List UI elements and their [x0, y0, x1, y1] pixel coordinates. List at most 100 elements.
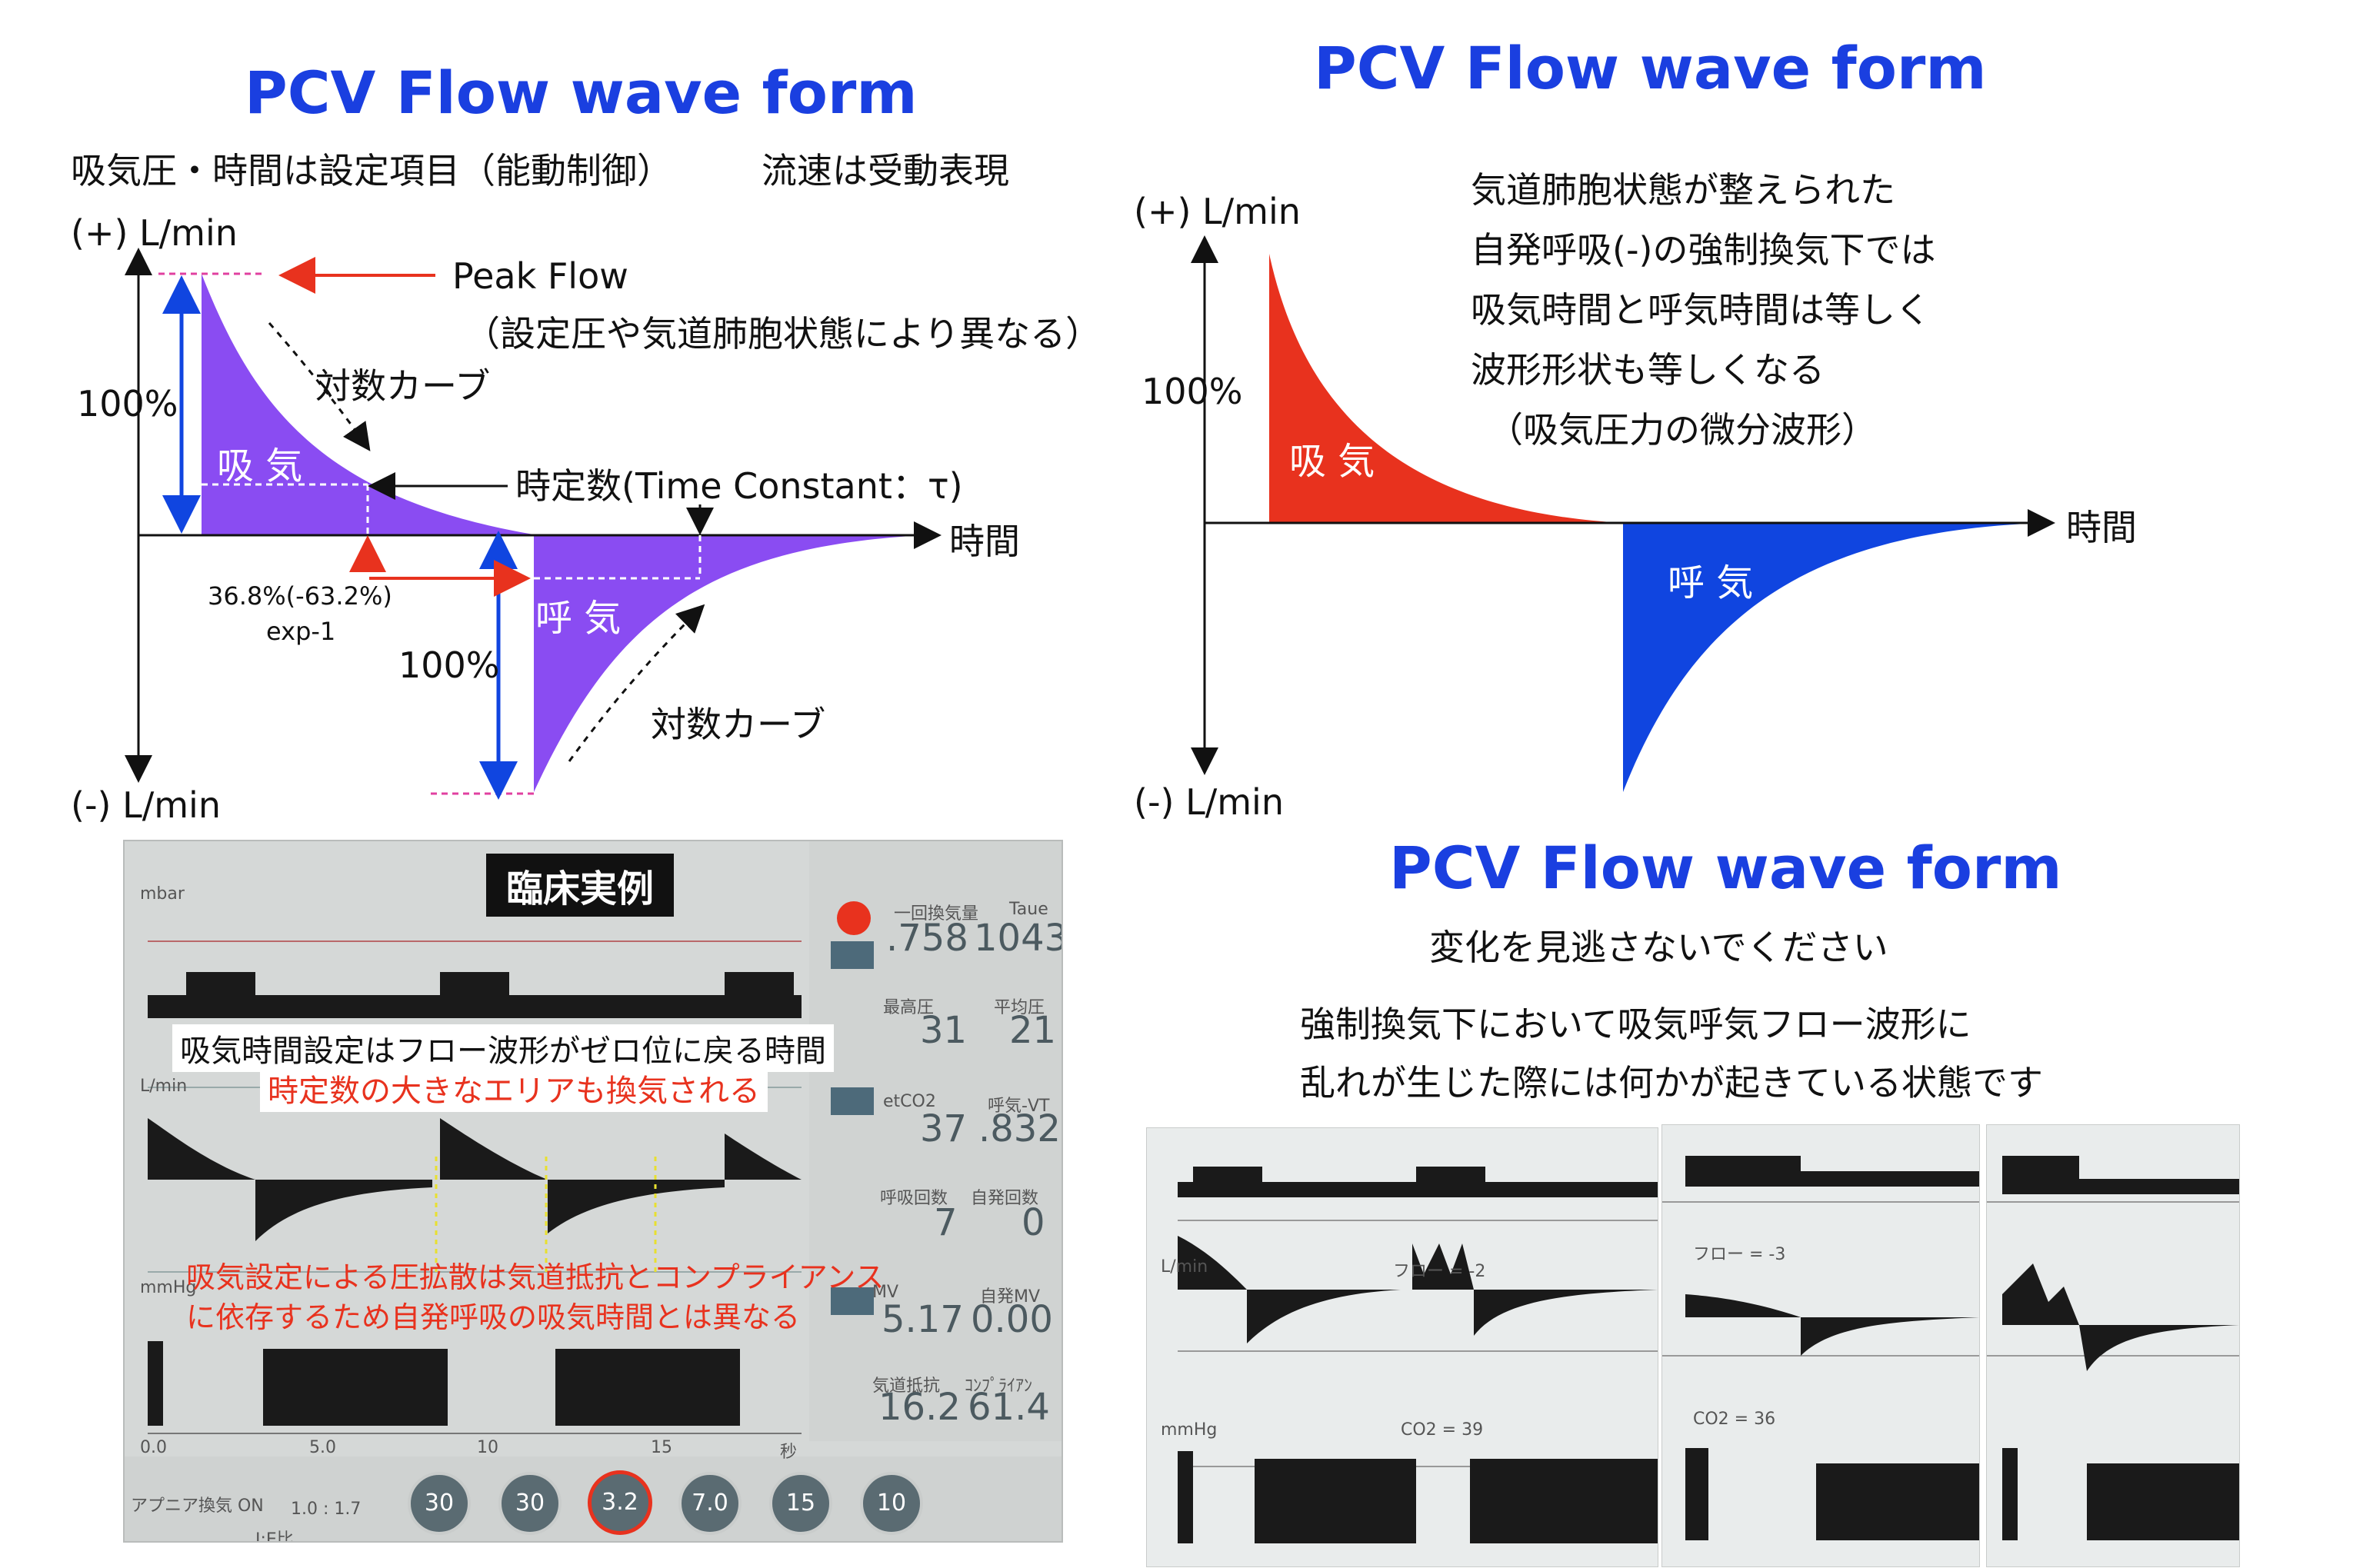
- photo-1-flow: フロー = -2: [1393, 1262, 1486, 1281]
- x-tick-2: 10: [477, 1438, 498, 1457]
- x-unit: 秒: [780, 1443, 798, 1462]
- tr-insp-area: [1269, 254, 1623, 523]
- top-left-title: PCV Flow wave form: [245, 58, 918, 127]
- lbl-etco2: etCO2: [883, 1092, 936, 1111]
- top-left-subtitle-b: 流速は受動表現: [762, 150, 1009, 191]
- unit-mbar: mbar: [140, 884, 185, 904]
- top-left-insp-label: 吸 気: [217, 444, 303, 488]
- top-right-x-label: 時間: [2066, 507, 2137, 548]
- desc-line-4: 波形形状も等しくなる: [1471, 349, 1825, 391]
- photo-3-waves: [1987, 1156, 2239, 1540]
- lbl-raw: 気道抵抗: [872, 1377, 941, 1396]
- top-left-y-pos: (+) L/min: [71, 212, 238, 254]
- top-left-pct-insp: 100%: [77, 383, 178, 424]
- top-left-exp-label: 呼 気: [535, 597, 622, 640]
- expiratory-area: [534, 535, 923, 792]
- setting-button-1[interactable]: 30: [408, 1472, 471, 1535]
- val-vt: .758: [886, 917, 968, 960]
- setting-button-5[interactable]: 15: [769, 1472, 832, 1535]
- val-expvt: .832: [978, 1107, 1061, 1150]
- clinical-note-1: 吸気設定による圧拡散は気道抵抗とコンプライアンス: [186, 1260, 885, 1294]
- desc-line-1: 気道肺胞状態が整えられた: [1471, 169, 1895, 211]
- lbl-rr: 呼吸回数: [880, 1189, 948, 1208]
- x-tick-3: 15: [651, 1438, 672, 1457]
- top-left-y-neg: (-) L/min: [71, 784, 221, 826]
- desc-line-2: 自発呼吸(-)の強制換気下では: [1471, 229, 1936, 271]
- top-right-y-pos: (+) L/min: [1134, 191, 1301, 232]
- clinical-badge: 臨床実例: [486, 854, 675, 917]
- setting-button-4[interactable]: 7.0: [678, 1472, 742, 1535]
- clinical-banner-2: 時定数の大きなエリアも換気される: [260, 1064, 768, 1112]
- log-curve-label-2: 対数カーブ: [651, 704, 826, 745]
- top-right-desc: 気道肺胞状態が整えられた 自発呼吸(-)の強制換気下では 吸気時間と呼気時間は等…: [1471, 160, 1936, 460]
- val-rr: 7: [934, 1201, 958, 1244]
- x-tick-1: 5.0: [309, 1438, 336, 1457]
- peak-flow-label: Peak Flow: [452, 255, 628, 297]
- desc-line-3: 吸気時間と呼気時間は等しく: [1471, 289, 1931, 331]
- waveform-photo-2: フロー = -3 CO2 = 36: [1661, 1124, 1980, 1567]
- top-right-insp-label: 吸 気: [1289, 440, 1375, 483]
- top-left-x-label: 時間: [949, 521, 1020, 562]
- val-comp: 61.4: [968, 1386, 1050, 1429]
- inspiratory-area: [202, 274, 538, 535]
- top-left-subtitle-a: 吸気圧・時間は設定項目（能動制御）: [71, 150, 672, 191]
- log-curve-label-1: 対数カーブ: [315, 365, 491, 407]
- x-tick-0: 0.0: [140, 1438, 167, 1457]
- val-raw: 16.2: [878, 1386, 961, 1429]
- setting-button-3[interactable]: 3.2: [588, 1470, 652, 1535]
- lbl-mean: 平均圧: [994, 998, 1045, 1017]
- val-taue: 1043: [974, 917, 1063, 960]
- waveform-photo-1: L/min mmHg フロー = -2 CO2 = 39: [1146, 1127, 1658, 1567]
- clinical-banner-1: 吸気時間設定はフロー波形がゼロ位に戻る時間: [172, 1024, 834, 1072]
- top-left-pct-exp: 100%: [398, 644, 500, 686]
- apnea-label: アプニア換気 ON: [131, 1496, 264, 1516]
- val-peak: 31: [920, 1009, 968, 1052]
- photo-1-unit-lmin: L/min: [1161, 1257, 1208, 1277]
- desc-line-5: （吸気圧力の微分波形）: [1488, 409, 1877, 451]
- photo-2-flow: フロー = -3: [1693, 1245, 1786, 1264]
- log-curve-arrow-1: [268, 322, 371, 451]
- bottom-right-subtitle: 変化を見逃さないでください: [1429, 927, 1888, 968]
- log-curve-arrow-2: [568, 604, 705, 762]
- lbl-vt: 一回換気量: [894, 904, 979, 924]
- val-etco2: 37: [920, 1107, 968, 1150]
- tr-exp-area: [1623, 523, 2046, 792]
- pct-368-label: 36.8%(-63.2%): [208, 581, 392, 611]
- lbl-mv: MV: [872, 1283, 899, 1302]
- clinical-note-2: に依存するため自発呼吸の吸気時間とは異なる: [186, 1300, 801, 1334]
- bottom-right-title: PCV Flow wave form: [1389, 834, 2062, 902]
- bottom-right-desc-1: 強制換気下において吸気呼気フロー波形に: [1300, 1004, 1971, 1045]
- val-smv: 0.00: [971, 1298, 1053, 1341]
- setting-button-2[interactable]: 30: [498, 1472, 562, 1535]
- waveform-photo-3: [1986, 1124, 2240, 1567]
- peak-note: （設定圧や気道肺胞状態により異なる）: [465, 313, 1102, 355]
- lbl-smv: 自発MV: [980, 1287, 1041, 1307]
- lbl-comp: ｺﾝﾌﾟﾗｲｱﾝ: [965, 1377, 1033, 1396]
- top-right-pct: 100%: [1142, 371, 1243, 412]
- photo-1-unit-mmhg: mmHg: [1161, 1420, 1218, 1440]
- lbl-expvt: 呼気-VT: [988, 1097, 1050, 1116]
- time-constant-label: 時定数(Time Constant：τ): [515, 465, 963, 507]
- clinical-monitor-photo: 臨床実例 mbar L/min mmHg 吸気時間設定はフロー波形がゼロ位に戻る…: [123, 840, 1063, 1543]
- top-right-title: PCV Flow wave form: [1314, 34, 1987, 102]
- exp-minus1-label: exp-1: [266, 617, 336, 646]
- lbl-peak: 最高圧: [883, 998, 935, 1017]
- photo-1-co2: CO2 = 39: [1401, 1420, 1484, 1440]
- setting-button-6[interactable]: 10: [860, 1472, 923, 1535]
- val-spont: 0: [1022, 1201, 1045, 1244]
- top-right-y-neg: (-) L/min: [1134, 781, 1284, 823]
- top-right-exp-label: 呼 気: [1668, 561, 1754, 604]
- ie-value: 1.0 : 1.7: [291, 1500, 362, 1519]
- photo-2-waves: [1662, 1156, 1979, 1540]
- val-mv: 5.17: [882, 1298, 964, 1341]
- photo-2-co2: CO2 = 36: [1693, 1410, 1776, 1429]
- unit-lmin: L/min: [140, 1077, 188, 1096]
- bottom-right-desc-2: 乱れが生じた際には何かが起きている状態です: [1300, 1062, 2043, 1104]
- lbl-taue: Taue: [1009, 900, 1048, 919]
- val-mean: 21: [1009, 1009, 1057, 1052]
- photo-1-waves: [1178, 1167, 1658, 1543]
- ie-label: I:E比: [255, 1530, 294, 1543]
- lbl-spont: 自発回数: [971, 1189, 1039, 1208]
